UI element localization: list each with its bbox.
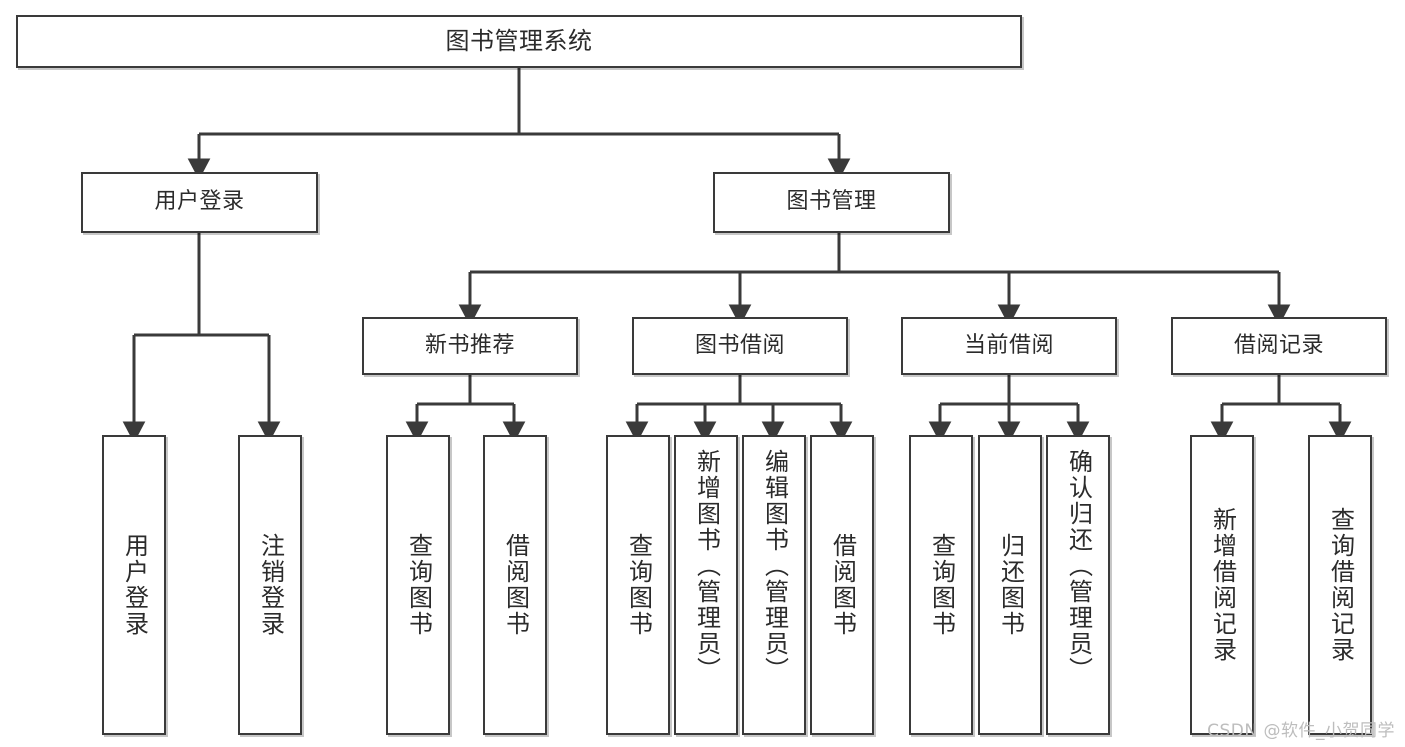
- leaf-return-book[interactable]: 归还图书: [978, 435, 1042, 735]
- node-borrow-records-label: 借阅记录: [1233, 332, 1324, 358]
- leaf-query-borrow-record[interactable]: 查询借阅记录: [1308, 435, 1372, 735]
- leaf-query-book-1-label: 查询图书: [404, 533, 433, 637]
- leaf-borrow-book-2[interactable]: 借阅图书: [810, 435, 874, 735]
- leaf-user-login[interactable]: 用户登录: [102, 435, 166, 735]
- node-book-management[interactable]: 图书管理: [713, 172, 950, 233]
- leaf-edit-book-admin-label: 编辑图书（管理员）: [760, 449, 789, 683]
- node-book-management-label: 图书管理: [786, 189, 877, 215]
- leaf-borrow-book-1-label: 借阅图书: [501, 533, 530, 637]
- leaf-query-borrow-record-label: 查询借阅记录: [1326, 507, 1355, 663]
- leaf-logout[interactable]: 注销登录: [238, 435, 302, 735]
- leaf-edit-book-admin[interactable]: 编辑图书（管理员）: [742, 435, 806, 735]
- leaf-logout-label: 注销登录: [256, 533, 285, 637]
- leaf-query-book-2[interactable]: 查询图书: [606, 435, 670, 735]
- node-root-label: 图书管理系统: [445, 27, 593, 56]
- leaf-query-book-2-label: 查询图书: [624, 533, 653, 637]
- node-book-borrow-label: 图书借阅: [694, 332, 785, 358]
- leaf-add-book-admin[interactable]: 新增图书（管理员）: [674, 435, 738, 735]
- leaf-borrow-book-1[interactable]: 借阅图书: [483, 435, 547, 735]
- node-current-borrow[interactable]: 当前借阅: [901, 317, 1117, 375]
- node-borrow-records[interactable]: 借阅记录: [1171, 317, 1387, 375]
- leaf-borrow-book-2-label: 借阅图书: [828, 533, 857, 637]
- leaf-confirm-return-admin[interactable]: 确认归还（管理员）: [1046, 435, 1110, 735]
- node-book-borrow[interactable]: 图书借阅: [632, 317, 848, 375]
- leaf-query-book-1[interactable]: 查询图书: [386, 435, 450, 735]
- leaf-return-book-label: 归还图书: [996, 533, 1025, 637]
- node-user-login-label: 用户登录: [154, 189, 245, 215]
- leaf-add-borrow-record-label: 新增借阅记录: [1208, 507, 1237, 663]
- leaf-user-login-label: 用户登录: [120, 533, 149, 637]
- leaf-query-book-3[interactable]: 查询图书: [909, 435, 973, 735]
- leaf-query-book-3-label: 查询图书: [927, 533, 956, 637]
- leaf-add-borrow-record[interactable]: 新增借阅记录: [1190, 435, 1254, 735]
- node-root[interactable]: 图书管理系统: [16, 15, 1022, 68]
- leaf-confirm-return-admin-label: 确认归还（管理员）: [1064, 449, 1093, 683]
- leaf-add-book-admin-label: 新增图书（管理员）: [692, 449, 721, 683]
- node-current-borrow-label: 当前借阅: [963, 332, 1054, 358]
- node-user-login[interactable]: 用户登录: [81, 172, 318, 233]
- node-new-book-recommend-label: 新书推荐: [424, 332, 515, 358]
- node-new-book-recommend[interactable]: 新书推荐: [362, 317, 578, 375]
